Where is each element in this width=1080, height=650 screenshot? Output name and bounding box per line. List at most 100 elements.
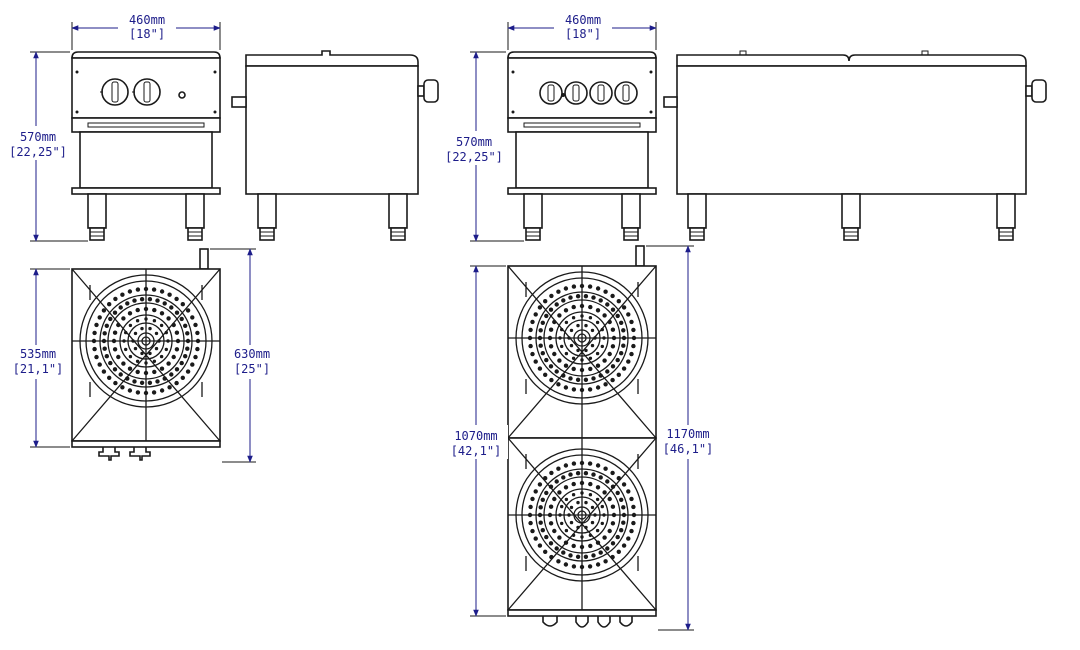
burner-port (569, 520, 574, 525)
burner-port (621, 543, 627, 548)
burner-port (101, 308, 107, 313)
burner-port (605, 546, 610, 551)
burner-port (544, 534, 549, 540)
burner-port (147, 297, 153, 302)
burner-port (557, 490, 562, 495)
burner-port (104, 323, 110, 328)
single-depth-in: [21,1"] (13, 362, 64, 376)
burner-port (164, 330, 168, 335)
burner-port (537, 482, 543, 487)
burner-port (576, 500, 580, 505)
burner-port (549, 377, 554, 383)
burner-port (583, 377, 589, 382)
burner-port (538, 328, 543, 333)
burner-port (185, 308, 191, 313)
burner-port (600, 504, 604, 509)
burner-port (151, 287, 157, 292)
burner-port (626, 536, 631, 541)
burner-port (626, 312, 631, 317)
burner-port (174, 380, 179, 386)
burner-port (610, 470, 615, 476)
burner-port (152, 359, 157, 363)
burner-port (107, 375, 112, 380)
double-depth-dimension: 1070mm [42,1"] (444, 265, 508, 617)
burner-port (166, 361, 171, 366)
burner-port (112, 367, 118, 372)
burner-port (563, 385, 569, 390)
single-depth-dimension: 535mm [21,1"] (6, 268, 70, 448)
burner-port (135, 359, 140, 363)
burner-port (179, 316, 184, 322)
leg (257, 193, 277, 241)
double-overall-depth-mm: 1170mm (666, 427, 709, 441)
burner-port (107, 302, 112, 307)
leg (621, 193, 641, 241)
burner-port (595, 562, 601, 567)
burner-port (558, 336, 562, 340)
burner-port (164, 347, 168, 352)
burner-port (591, 553, 596, 558)
burner-port (615, 313, 620, 319)
burner-port (533, 489, 538, 494)
burner-port (113, 380, 118, 386)
burner-port (587, 564, 593, 569)
burner-port (530, 496, 535, 502)
single-overall-depth-dimension: 630mm [25"] (210, 248, 280, 463)
burner-port (144, 317, 148, 321)
burner-port (538, 343, 543, 348)
burner-port (159, 289, 165, 294)
burner-port (571, 461, 577, 466)
burner-port (602, 358, 607, 363)
burner-port (590, 505, 595, 510)
burner-port (629, 528, 634, 534)
burner-port (619, 351, 624, 356)
burner-port (544, 490, 549, 496)
burner-port (575, 471, 581, 476)
leg (687, 193, 707, 241)
burner-port (598, 475, 603, 480)
burner-port (588, 481, 593, 487)
burner-port (567, 513, 571, 517)
single-height-dimension: 570mm [22,25"] (6, 51, 88, 242)
burner-port (528, 343, 533, 349)
burner-port (133, 346, 138, 351)
burner-port (603, 289, 608, 294)
burner-port (174, 347, 180, 352)
burner-port (563, 562, 569, 567)
burner-port (560, 327, 564, 332)
pilot-light-icon (178, 91, 186, 99)
burner-port (575, 554, 581, 559)
burner-port (564, 528, 569, 533)
burner-port (575, 377, 581, 382)
burner-port (148, 351, 152, 356)
burner-port (543, 476, 548, 481)
burner-port (600, 344, 604, 349)
burner-port (193, 354, 198, 360)
single-height-mm: 570mm (20, 130, 56, 144)
burner-port (552, 496, 557, 502)
burner-port (568, 376, 573, 381)
control-knob-icon (132, 78, 161, 106)
burner-port (135, 369, 140, 375)
burner-port (580, 535, 584, 539)
burner-port (616, 372, 621, 377)
burner-port (563, 540, 569, 545)
burner-port (616, 476, 621, 481)
burner-port (185, 331, 190, 336)
burner-port (616, 549, 621, 554)
burner-port (611, 512, 617, 518)
burner-port (179, 360, 184, 366)
burner-port (602, 336, 606, 340)
burner-port (631, 520, 636, 526)
burner-port (530, 319, 535, 325)
burner-port (152, 319, 157, 323)
burner-port (554, 369, 559, 374)
burner-port (530, 351, 535, 357)
burner-port (598, 298, 603, 303)
burner-port (143, 390, 149, 396)
burner-port (548, 364, 554, 369)
burner-port (174, 367, 180, 372)
burner-port (548, 344, 554, 349)
single-overall-depth-mm: 630mm (234, 347, 270, 361)
burner-port (556, 289, 561, 294)
